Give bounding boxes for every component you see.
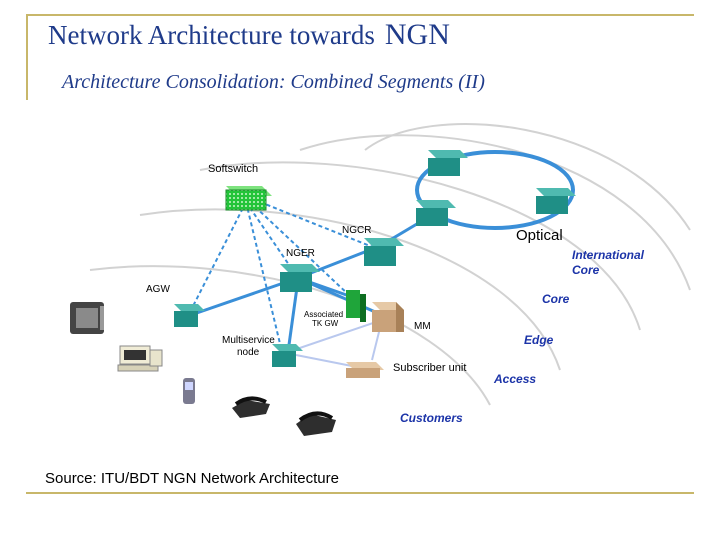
source-caption: Source: ITU/BDT NGN Network Architecture bbox=[45, 470, 339, 487]
page-subtitle: Architecture Consolidation: Combined Seg… bbox=[62, 71, 485, 93]
optical-ring bbox=[415, 150, 575, 230]
subscriber-unit-node bbox=[346, 362, 384, 378]
arc-edge bbox=[199, 161, 641, 331]
computer-icon bbox=[117, 345, 163, 372]
label-multiservice-line1: Multiservice bbox=[222, 335, 275, 346]
layer-core: Core bbox=[542, 292, 570, 306]
control-softswitch-agw bbox=[187, 201, 247, 317]
label-nger: NGER bbox=[286, 248, 315, 259]
link-agw-nger bbox=[187, 276, 299, 318]
layer-edge: Edge bbox=[524, 333, 554, 347]
tkgw-node bbox=[346, 290, 366, 322]
tv-icon bbox=[70, 302, 104, 334]
router-ngcr bbox=[364, 238, 404, 266]
control-softswitch-multiservice bbox=[245, 201, 283, 353]
bottom-rule bbox=[26, 492, 694, 494]
desk-phone-icon-2 bbox=[296, 411, 336, 436]
layer-access: Access bbox=[493, 372, 536, 386]
router-nger bbox=[280, 264, 320, 292]
label-multiservice-line2: node bbox=[237, 347, 260, 358]
title-emphasis: NGN bbox=[384, 18, 450, 51]
router-agw bbox=[174, 304, 205, 327]
label-subscriber-unit: Subscriber unit bbox=[393, 362, 466, 374]
arc-international bbox=[364, 123, 691, 231]
softswitch-node bbox=[225, 186, 272, 211]
link-multiservice-mm bbox=[287, 319, 383, 353]
mm-node bbox=[372, 302, 404, 332]
label-softswitch: Softswitch bbox=[208, 163, 258, 175]
label-optical: Optical bbox=[516, 227, 563, 244]
control-softswitch-tkgw bbox=[249, 201, 351, 297]
router-optical-left bbox=[416, 200, 456, 226]
top-rule bbox=[26, 14, 694, 16]
label-ngcr: NGCR bbox=[342, 225, 371, 236]
label-mm: MM bbox=[414, 321, 431, 332]
layer-international-line2: Core bbox=[572, 263, 600, 277]
router-optical-top bbox=[428, 150, 468, 176]
control-softswitch-nger bbox=[245, 201, 299, 279]
arc-customers bbox=[89, 265, 491, 406]
page-title: Network Architecture towards NGN bbox=[48, 18, 450, 52]
router-optical-right bbox=[536, 188, 576, 214]
title-main: Network Architecture towards bbox=[48, 20, 375, 50]
label-agw: AGW bbox=[146, 284, 170, 295]
label-tkgw-line1: Associated bbox=[304, 310, 343, 319]
label-tkgw-line2: TK GW bbox=[312, 319, 339, 328]
mobile-phone-icon bbox=[183, 378, 195, 404]
desk-phone-icon bbox=[232, 396, 270, 418]
layer-international-line1: International bbox=[572, 248, 645, 262]
arc-core bbox=[299, 134, 691, 291]
frame-left-accent bbox=[26, 14, 28, 100]
router-multiservice bbox=[272, 344, 303, 367]
layer-customers: Customers bbox=[400, 411, 463, 425]
